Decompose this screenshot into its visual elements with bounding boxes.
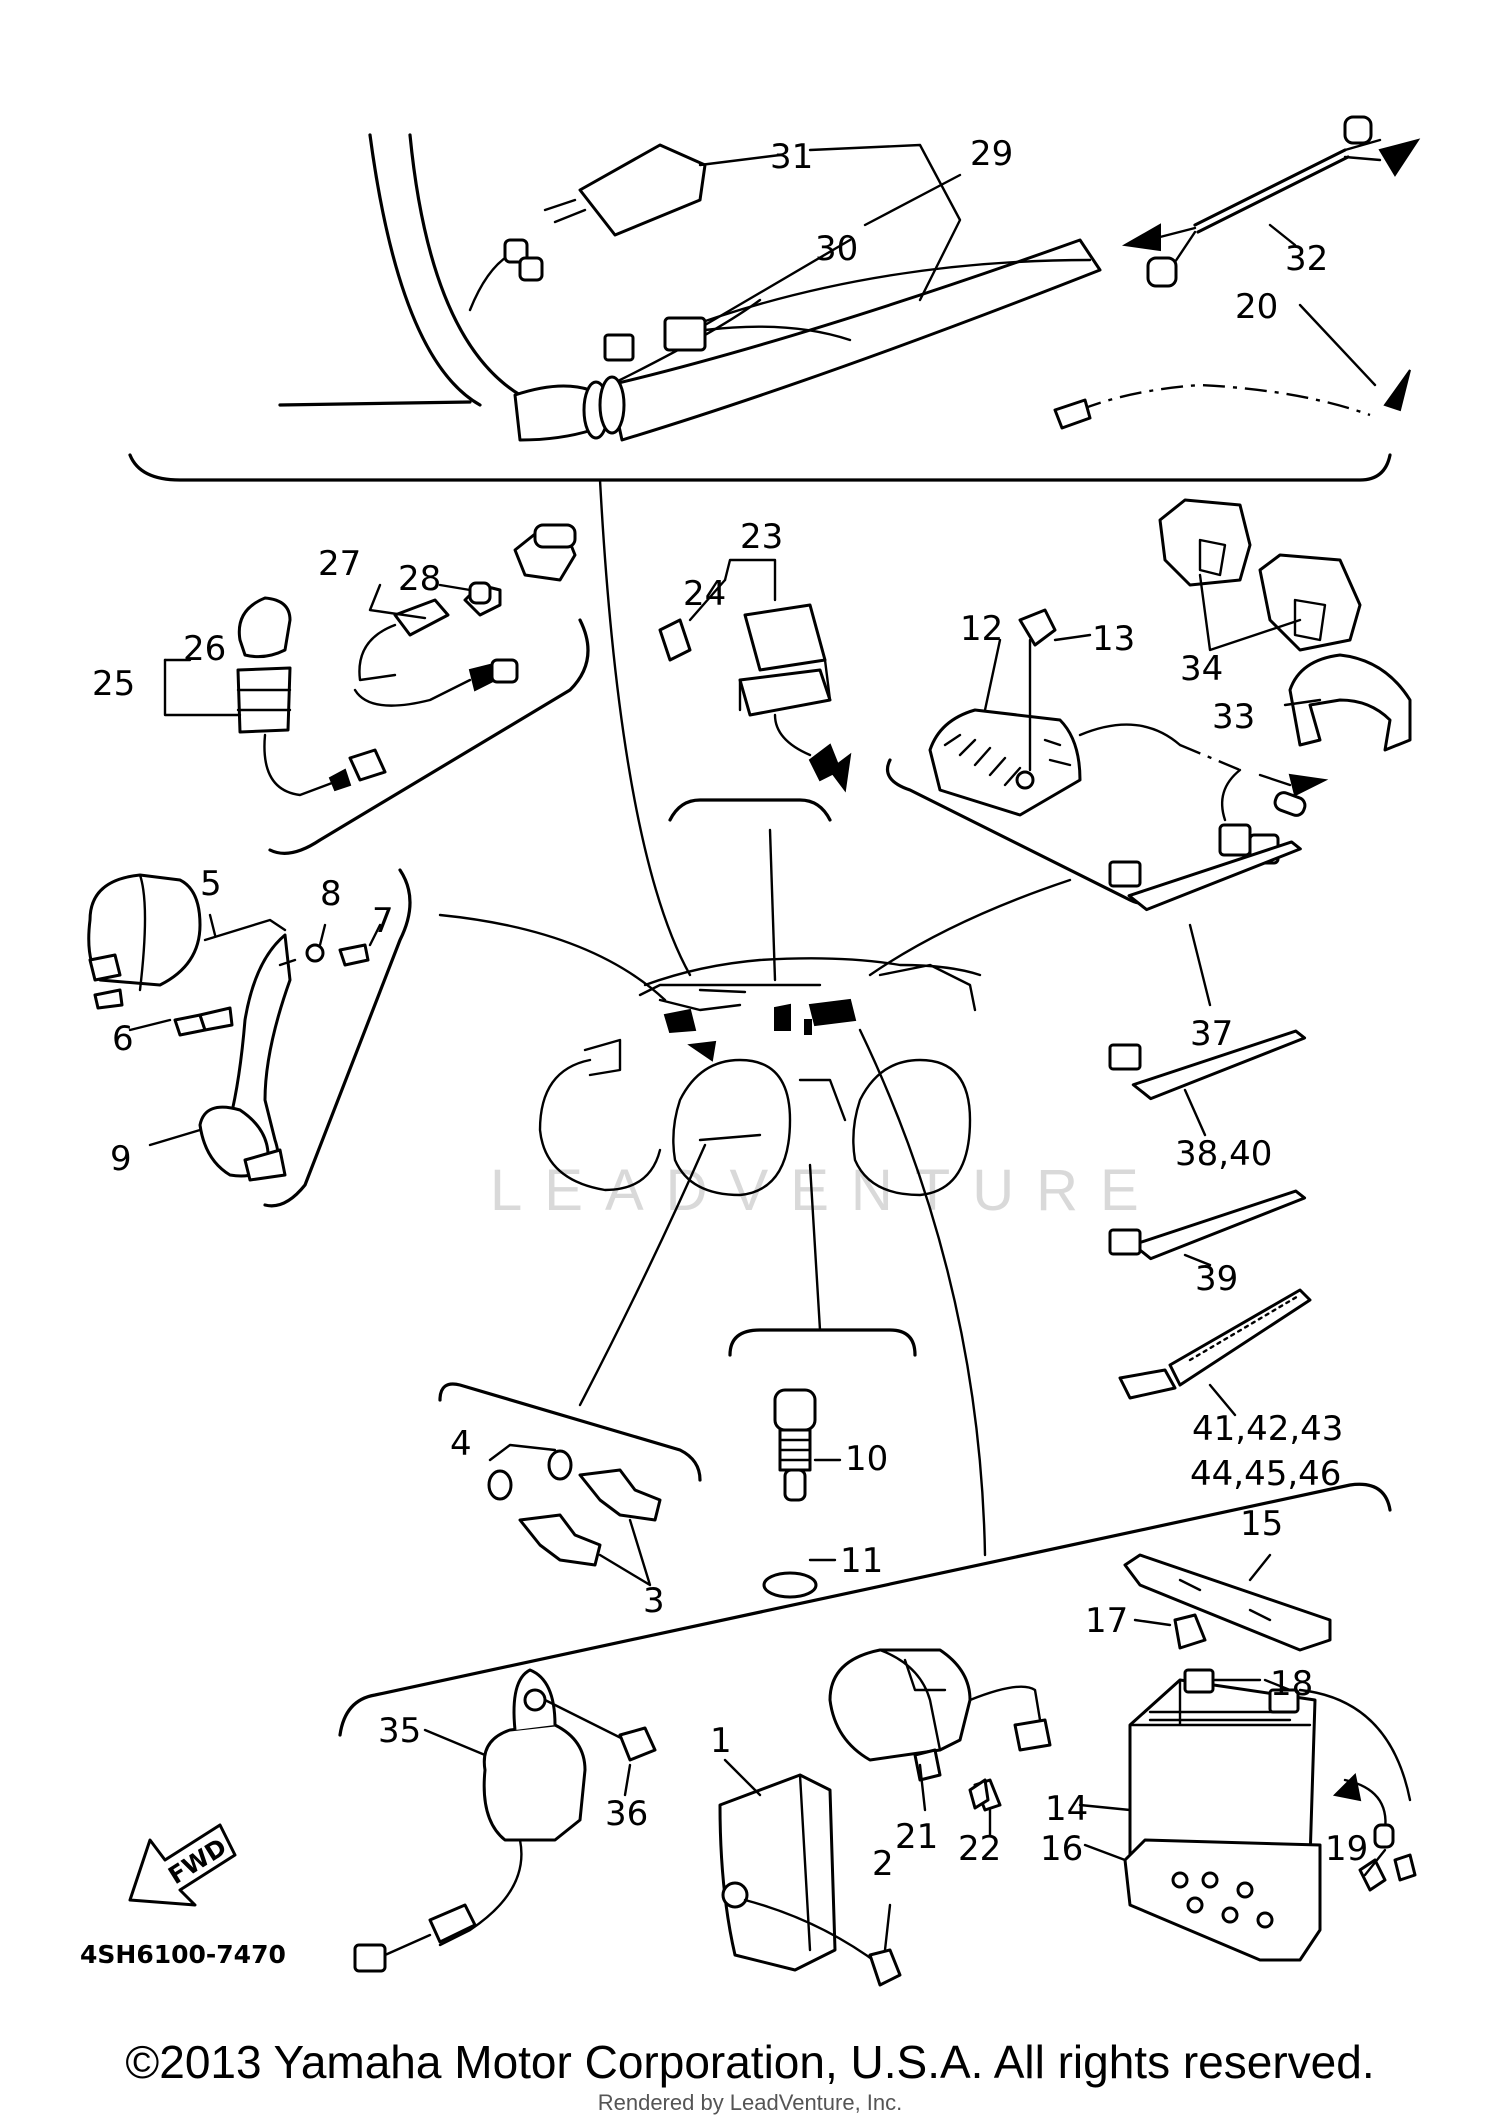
coil-35-group (353, 1668, 657, 1973)
label-20: 20 (1235, 287, 1278, 327)
label-23: 23 (740, 517, 783, 557)
label-25: 25 (92, 664, 135, 704)
neutral-switch-group (438, 1382, 702, 1587)
label-7: 7 (372, 901, 394, 941)
pointer-arrows (438, 478, 1072, 1557)
label-14: 14 (1045, 1789, 1088, 1829)
wire-harness-group (128, 115, 1421, 482)
label-36: 36 (605, 1794, 648, 1834)
label-28: 28 (398, 559, 441, 599)
label-21: 21 (895, 1817, 938, 1857)
rendered-by: Rendered by LeadVenture, Inc. (597, 2090, 903, 2115)
label-33: 33 (1212, 697, 1255, 737)
label-8: 8 (320, 874, 342, 914)
label-17: 17 (1085, 1601, 1128, 1641)
label-29: 29 (970, 134, 1013, 174)
label-3: 3 (643, 1581, 665, 1621)
label-32: 32 (1285, 239, 1328, 279)
label-41-43: 41,42,43 (1192, 1409, 1343, 1449)
label-4: 4 (450, 1424, 472, 1464)
label-37: 37 (1190, 1014, 1233, 1054)
starter-relay-group (828, 1648, 1052, 1837)
label-2: 2 (872, 1844, 894, 1884)
label-13: 13 (1092, 619, 1135, 659)
diagram-code: 4SH6100-7470 (80, 1940, 286, 1969)
label-16: 16 (1040, 1829, 1083, 1869)
label-5: 5 (200, 864, 222, 904)
switch-group (163, 523, 590, 855)
label-30: 30 (815, 229, 858, 269)
cable-ties-group (1108, 840, 1312, 1417)
label-38-40: 38,40 (1175, 1134, 1272, 1174)
caps-group (1158, 498, 1412, 752)
label-34: 34 (1180, 649, 1223, 689)
label-19: 19 (1325, 1829, 1368, 1869)
cdi-group (718, 1758, 902, 1987)
label-12: 12 (960, 609, 1003, 649)
label-11: 11 (840, 1541, 883, 1581)
label-6: 6 (112, 1019, 134, 1059)
label-1: 1 (710, 1721, 732, 1761)
copyright-notice: ©2013 Yamaha Motor Corporation, U.S.A. A… (125, 2036, 1375, 2088)
atv-body (538, 957, 982, 1197)
label-26: 26 (183, 629, 226, 669)
watermark: LEADVENTURE (490, 1158, 1161, 1223)
label-10: 10 (845, 1439, 888, 1479)
label-15: 15 (1240, 1504, 1283, 1544)
label-24: 24 (683, 574, 726, 614)
thermo-switch-group (728, 1328, 917, 1599)
label-27: 27 (318, 544, 361, 584)
label-18: 18 (1270, 1664, 1313, 1704)
label-39: 39 (1195, 1259, 1238, 1299)
relay-group (658, 558, 852, 822)
label-31: 31 (770, 137, 813, 177)
label-9: 9 (110, 1139, 132, 1179)
fwd-arrow-icon: FWD (128, 1823, 237, 1907)
label-35: 35 (378, 1711, 421, 1751)
label-22: 22 (958, 1829, 1001, 1869)
battery-group (338, 1482, 1417, 1962)
label-44-46: 44,45,46 (1190, 1454, 1341, 1494)
ignition-coil-group (87, 868, 412, 1208)
